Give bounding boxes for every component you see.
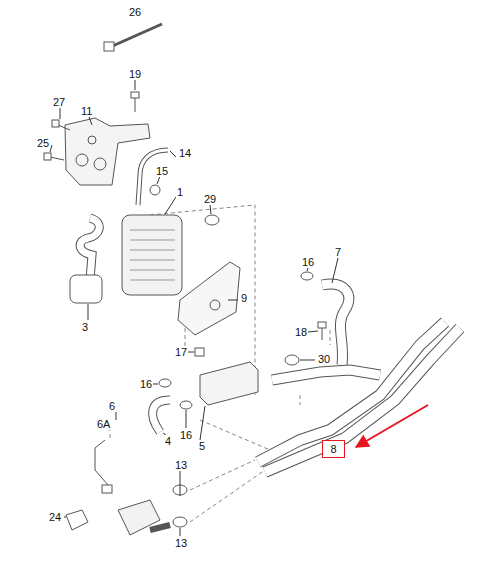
callout-number: 27	[52, 96, 66, 108]
callout-number: 6	[108, 400, 116, 412]
callout-number: 16	[301, 256, 315, 268]
callout-number: 8	[323, 443, 344, 455]
callout-number: 26	[128, 6, 142, 18]
callout-number: 18	[294, 326, 308, 338]
callout-number: 30	[317, 353, 331, 365]
callout-number: 24	[48, 511, 62, 523]
callout-number: 19	[128, 68, 142, 80]
callout-number: 29	[203, 193, 217, 205]
callout-number: 1	[176, 186, 184, 198]
callout-number: 13	[174, 459, 188, 471]
callout-number: 6A	[96, 418, 111, 430]
callout-number: 16	[139, 378, 153, 390]
callout-number: 7	[334, 246, 342, 258]
callout-number: 5	[198, 440, 206, 452]
callout-number: 16	[179, 429, 193, 441]
callout-number: 15	[155, 165, 169, 177]
callout-number: 25	[36, 137, 50, 149]
callout-number: 3	[81, 321, 89, 333]
callout-number: 17	[174, 346, 188, 358]
highlight-box: 8	[322, 440, 345, 458]
callout-number: 13	[174, 537, 188, 549]
callout-number: 9	[240, 292, 248, 304]
callout-number: 4	[164, 435, 172, 447]
callout-number: 14	[178, 147, 192, 159]
callout-number: 11	[80, 105, 93, 117]
